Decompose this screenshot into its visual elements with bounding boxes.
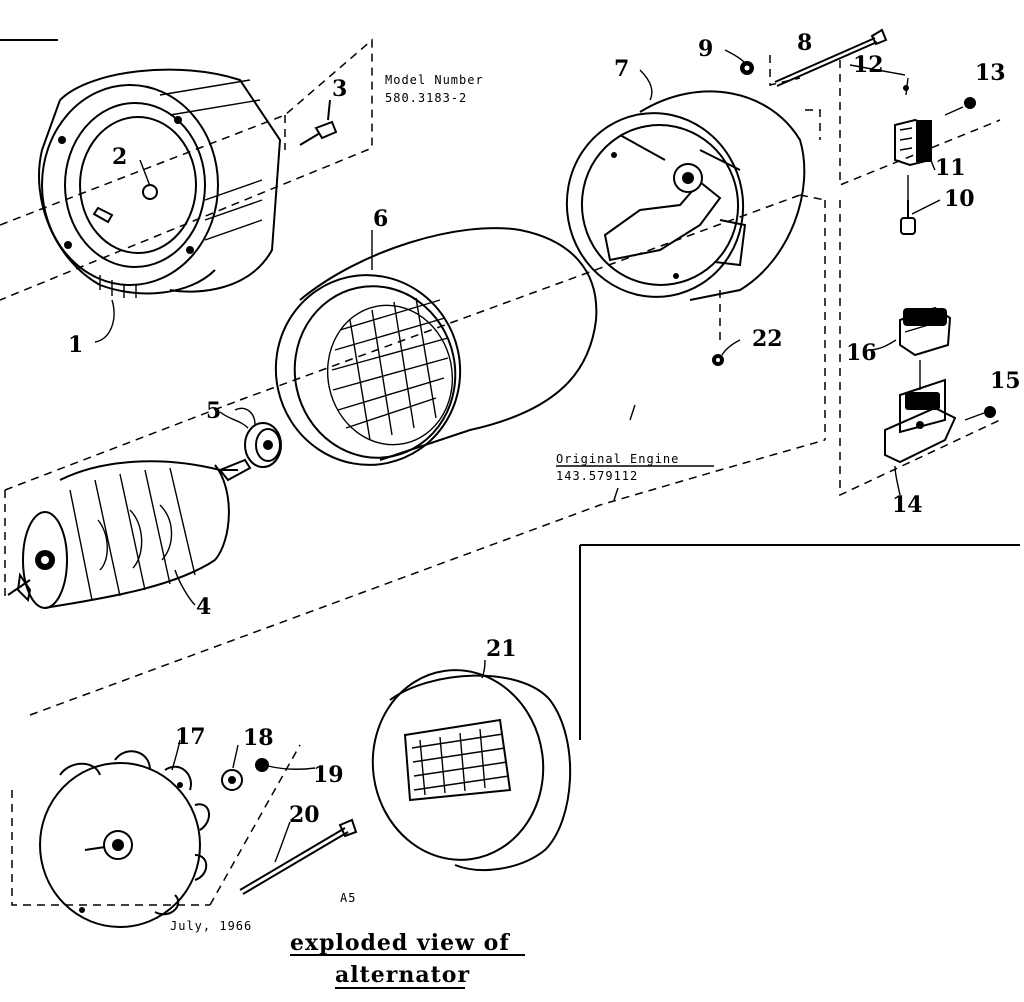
drawing-code: A5 bbox=[340, 891, 356, 905]
model-number-value: 580.3183-2 bbox=[385, 91, 467, 105]
part-label-8: 8 bbox=[797, 30, 812, 56]
part-label-9: 9 bbox=[698, 36, 713, 62]
title-line-2: alternator bbox=[335, 962, 470, 988]
nut-part-15 bbox=[964, 406, 996, 421]
screw-part-13 bbox=[944, 97, 976, 116]
part-label-2: 2 bbox=[112, 144, 127, 170]
part-label-4: 4 bbox=[196, 594, 211, 620]
part-label-17: 17 bbox=[175, 724, 206, 750]
nut-part-9 bbox=[740, 61, 754, 75]
part-label-14: 14 bbox=[892, 492, 923, 518]
part-label-21: 21 bbox=[486, 636, 517, 662]
leader-lines bbox=[94, 49, 941, 863]
end-housing-part-1 bbox=[38, 68, 282, 298]
part-label-20: 20 bbox=[289, 802, 320, 828]
original-engine-block: Original Engine 143.579112 bbox=[556, 452, 714, 483]
part-label-15: 15 bbox=[990, 368, 1021, 394]
screw-part-22 bbox=[712, 354, 724, 366]
bolt-part-2 bbox=[139, 159, 158, 200]
washer-part-18 bbox=[221, 769, 243, 791]
part-label-7: 7 bbox=[614, 56, 629, 82]
original-engine-label: Original Engine bbox=[556, 452, 679, 466]
stator-winding-pattern bbox=[331, 297, 449, 441]
part-label-13: 13 bbox=[975, 60, 1006, 86]
part-label-11: 11 bbox=[935, 155, 966, 181]
fan-part-17 bbox=[39, 750, 210, 928]
through-bolt-part-8 bbox=[774, 28, 888, 87]
part-label-3: 3 bbox=[332, 76, 347, 102]
part-label-16: 16 bbox=[846, 340, 877, 366]
end-shield-part-7 bbox=[565, 90, 806, 301]
screw-part-3 bbox=[299, 99, 338, 146]
part-label-12: 12 bbox=[853, 52, 884, 78]
relay-part-16 bbox=[899, 306, 952, 357]
drawing-title: exploded view of alternator bbox=[290, 930, 525, 989]
rectifier-part-11 bbox=[894, 118, 932, 167]
regulator-part-14 bbox=[884, 360, 957, 464]
model-number-block: Model Number 580.3183-2 bbox=[385, 73, 484, 105]
part-label-22: 22 bbox=[752, 326, 783, 352]
terminal-part-12 bbox=[903, 77, 909, 96]
original-engine-value: 143.579112 bbox=[556, 469, 638, 483]
part-label-10: 10 bbox=[944, 186, 975, 212]
bearing-part-5 bbox=[234, 407, 282, 468]
part-label-18: 18 bbox=[243, 725, 274, 751]
end-cover-part-21 bbox=[371, 669, 572, 871]
title-line-1: exploded view of bbox=[290, 930, 510, 956]
part-label-19: 19 bbox=[313, 762, 344, 788]
connector-part-10 bbox=[900, 175, 916, 235]
part-label-6: 6 bbox=[373, 206, 388, 232]
rotor-part-4 bbox=[7, 458, 252, 609]
nut-part-19 bbox=[255, 758, 269, 772]
model-number-label: Model Number bbox=[385, 73, 484, 87]
drawing-date: July, 1966 bbox=[170, 919, 252, 933]
part-label-5: 5 bbox=[206, 398, 221, 424]
stator-shell-part-6 bbox=[274, 227, 598, 466]
part-label-1: 1 bbox=[68, 332, 83, 358]
through-bolt-part-20 bbox=[239, 818, 358, 895]
